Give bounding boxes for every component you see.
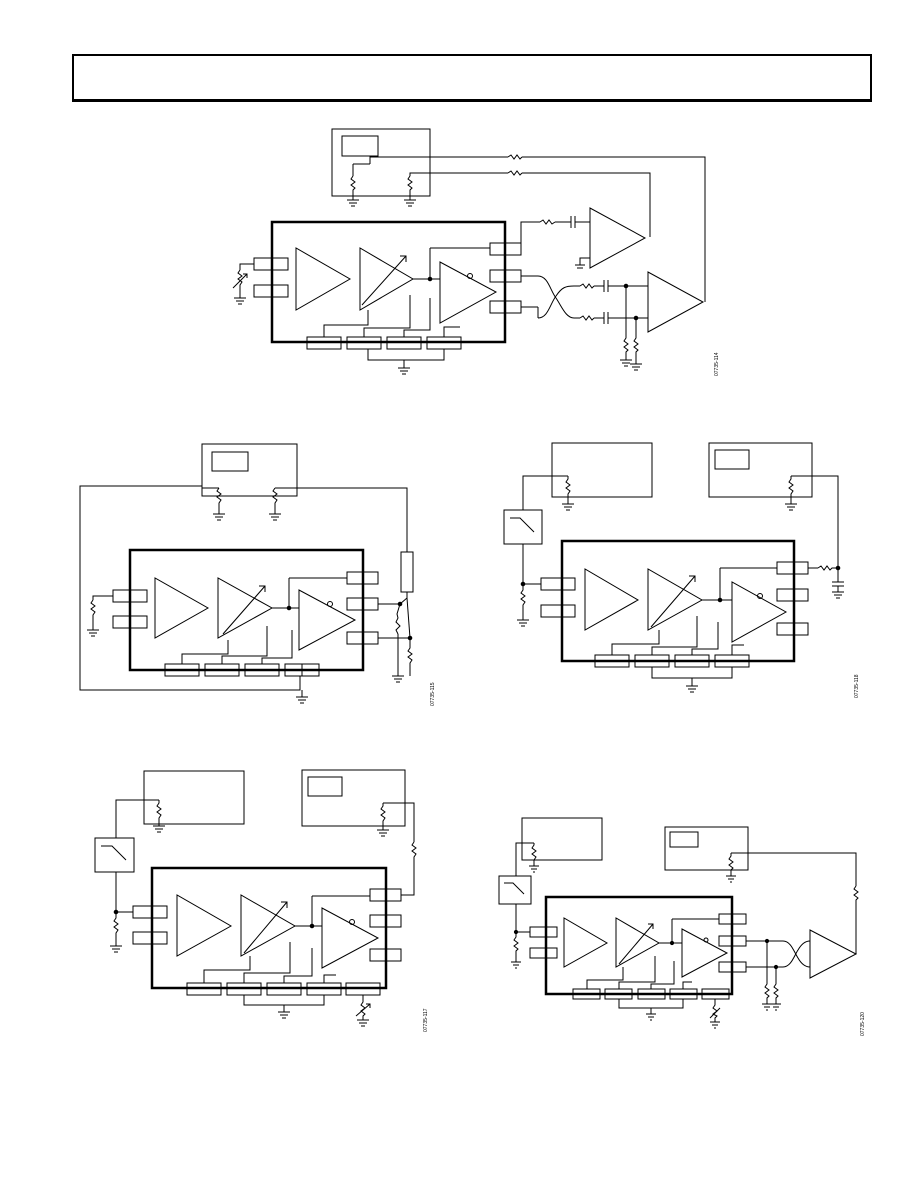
figure-2-schematic: 07735-115 <box>79 443 436 706</box>
figure-1-schematic: 07735-114 <box>232 128 720 376</box>
figure-2-id: 07735-115 <box>430 682 436 706</box>
page-header <box>72 54 872 102</box>
figure-4-id: 07735-117 <box>423 1008 429 1032</box>
figure-3-id: 07735-118 <box>854 674 860 698</box>
figure-1-id: 07735-114 <box>714 352 720 376</box>
figure-3-schematic: 07735-118 <box>503 442 860 698</box>
figure-5-id: 07735-120 <box>860 1012 866 1036</box>
figure-5-schematic: 07735-120 <box>498 817 866 1036</box>
figure-4-schematic: 07735-117 <box>94 769 429 1032</box>
